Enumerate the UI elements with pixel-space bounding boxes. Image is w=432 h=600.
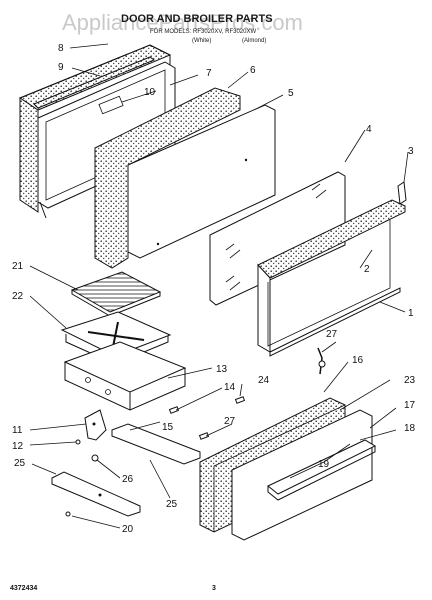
callout-22: 22 bbox=[12, 291, 24, 302]
callout-26: 26 bbox=[122, 474, 134, 485]
page-number: 3 bbox=[212, 585, 216, 592]
callout-1: 1 bbox=[408, 308, 414, 319]
callout-27b: 27 bbox=[224, 416, 236, 427]
model-numbers: FOR MODELS: RF3020XV, RF3020XW bbox=[150, 29, 256, 35]
part-door-gasket bbox=[20, 45, 170, 212]
callout-7: 7 bbox=[206, 68, 212, 79]
callout-5: 5 bbox=[288, 88, 294, 99]
callout-25b: 25 bbox=[166, 499, 178, 510]
callout-3: 3 bbox=[408, 146, 414, 157]
callout-2: 2 bbox=[364, 264, 370, 275]
variant-almond: (Almond) bbox=[242, 38, 266, 44]
callout-9: 9 bbox=[58, 62, 64, 73]
callout-11: 11 bbox=[12, 425, 23, 436]
part-broiler-drawer bbox=[65, 342, 185, 410]
callout-18: 18 bbox=[404, 423, 416, 434]
diagram-title: DOOR AND BROILER PARTS bbox=[121, 13, 273, 25]
callout-25: 25 bbox=[14, 458, 26, 469]
callout-numbers: 8 9 10 7 6 5 4 3 2 1 21 22 13 14 24 27 1… bbox=[12, 43, 416, 535]
callout-6: 6 bbox=[250, 65, 256, 76]
variant-white: (White) bbox=[192, 38, 211, 44]
callout-20: 20 bbox=[122, 524, 134, 535]
part-inner-panel bbox=[128, 105, 275, 258]
callout-4: 4 bbox=[366, 124, 372, 135]
callout-14: 14 bbox=[224, 382, 236, 393]
callout-23: 23 bbox=[404, 375, 416, 386]
callout-19: 19 bbox=[318, 459, 330, 470]
part-drawer-panel bbox=[232, 410, 375, 540]
callout-12: 12 bbox=[12, 441, 24, 452]
callout-24: 24 bbox=[258, 375, 270, 386]
callout-17: 17 bbox=[404, 400, 416, 411]
callout-13: 13 bbox=[216, 364, 228, 375]
callout-21: 21 bbox=[12, 261, 24, 272]
callout-16: 16 bbox=[352, 355, 364, 366]
part-outer-door-frame bbox=[258, 182, 406, 356]
callout-27: 27 bbox=[326, 329, 338, 340]
callout-10: 10 bbox=[144, 87, 156, 98]
part-drawer-rail bbox=[52, 424, 200, 516]
leader-lines bbox=[30, 44, 408, 528]
callout-8: 8 bbox=[58, 43, 64, 54]
document-number: 4372434 bbox=[10, 585, 37, 592]
part-door-glass bbox=[210, 172, 345, 305]
callout-15: 15 bbox=[162, 422, 174, 433]
part-broiler-grid bbox=[72, 272, 160, 316]
part-left-bracket bbox=[85, 410, 106, 440]
watermark: AppliancePartsPros.com bbox=[62, 10, 303, 35]
